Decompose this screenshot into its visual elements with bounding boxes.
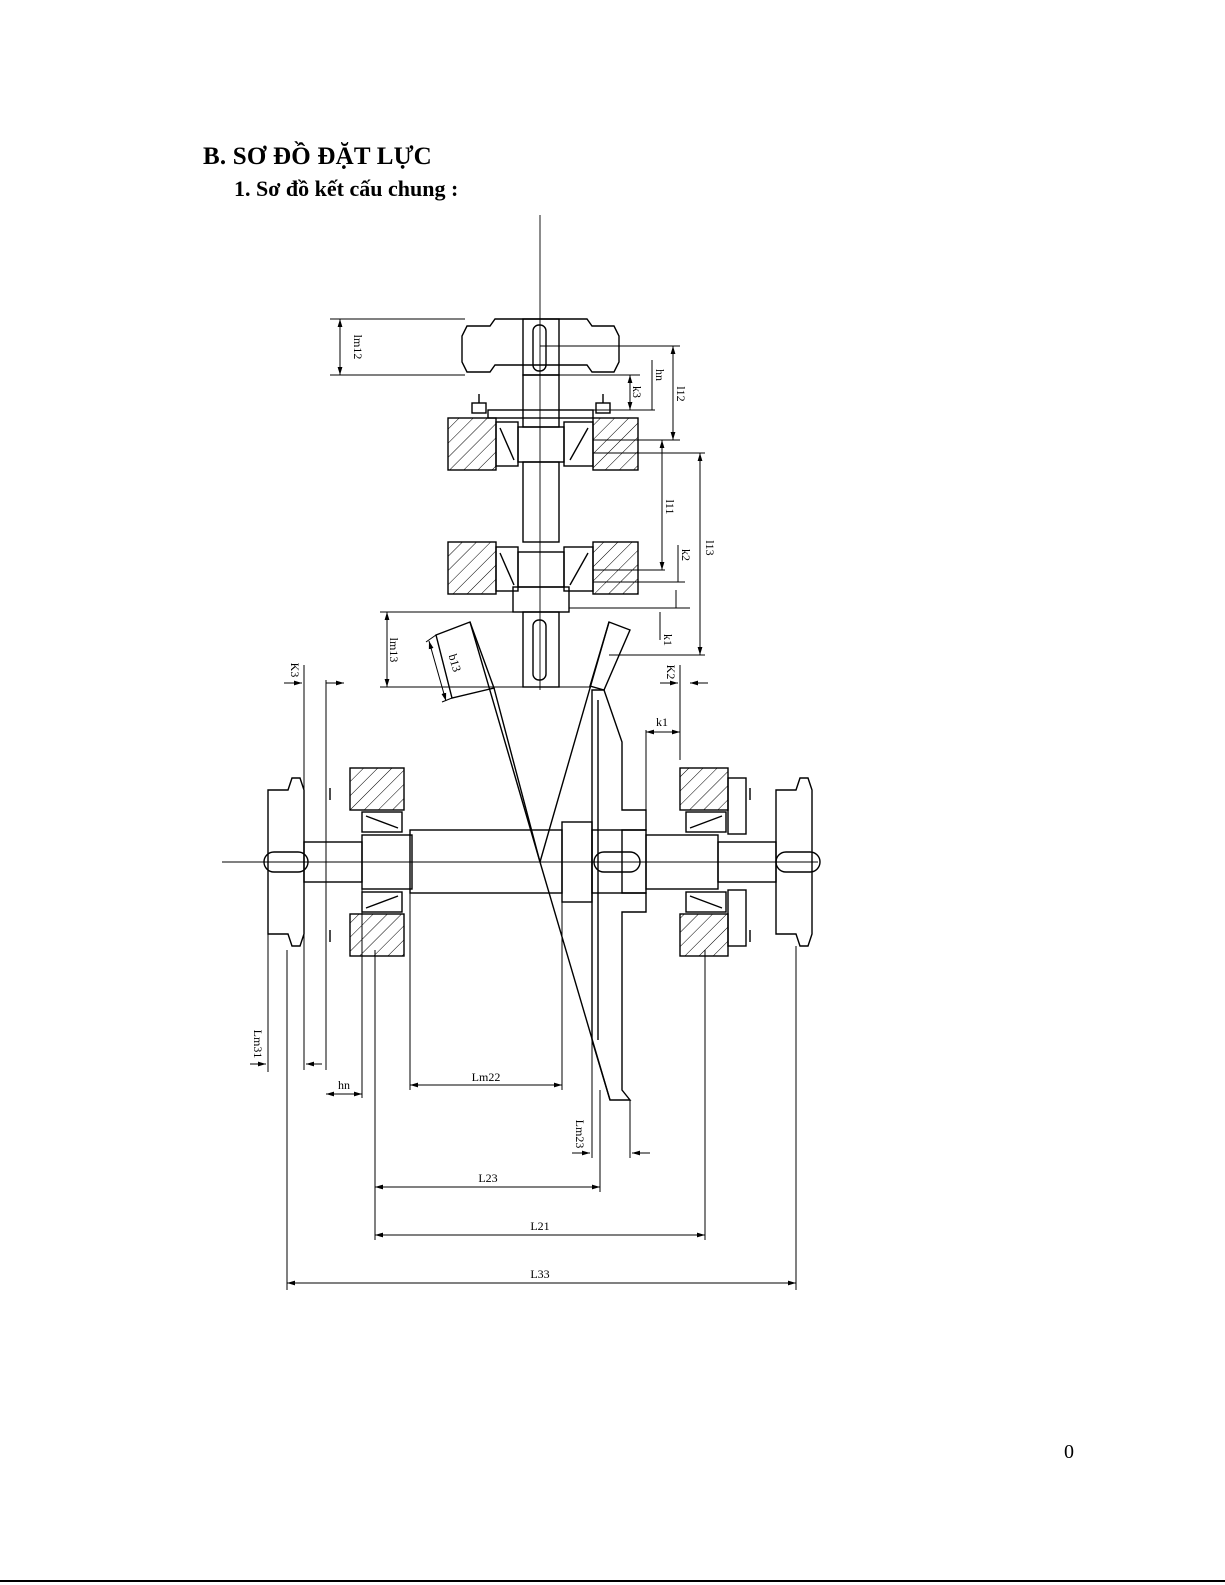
- label-l12: l12: [674, 386, 688, 401]
- label-K3: K3: [288, 663, 302, 678]
- label-Lm23: Lm23: [573, 1120, 587, 1149]
- label-L23: L23: [478, 1171, 497, 1185]
- label-k1-mid: k1: [656, 715, 668, 729]
- label-k2-top: k2: [679, 549, 693, 561]
- label-l13: l13: [703, 540, 717, 555]
- label-Lm31: Lm31: [251, 1030, 265, 1059]
- page-bottom-rule: [0, 1580, 1225, 1582]
- label-k3-top: k3: [630, 386, 644, 398]
- bottom-shaft-assembly: [222, 690, 820, 1100]
- label-Lm22: Lm22: [472, 1070, 501, 1084]
- top-shaft-assembly: [436, 215, 638, 862]
- label-L21: L21: [530, 1219, 549, 1233]
- label-hn-top: hn: [653, 369, 667, 381]
- label-L33: L33: [530, 1267, 549, 1281]
- label-l11: l11: [663, 500, 677, 515]
- label-lm12: lm12: [351, 335, 365, 360]
- label-b13: b13: [446, 652, 464, 673]
- label-lm13: lm13: [387, 638, 401, 663]
- label-K2: K2: [664, 665, 678, 680]
- page-number: 0: [1064, 1441, 1074, 1464]
- label-hn-bottom: hn: [338, 1078, 350, 1092]
- label-k1-top: k1: [661, 634, 675, 646]
